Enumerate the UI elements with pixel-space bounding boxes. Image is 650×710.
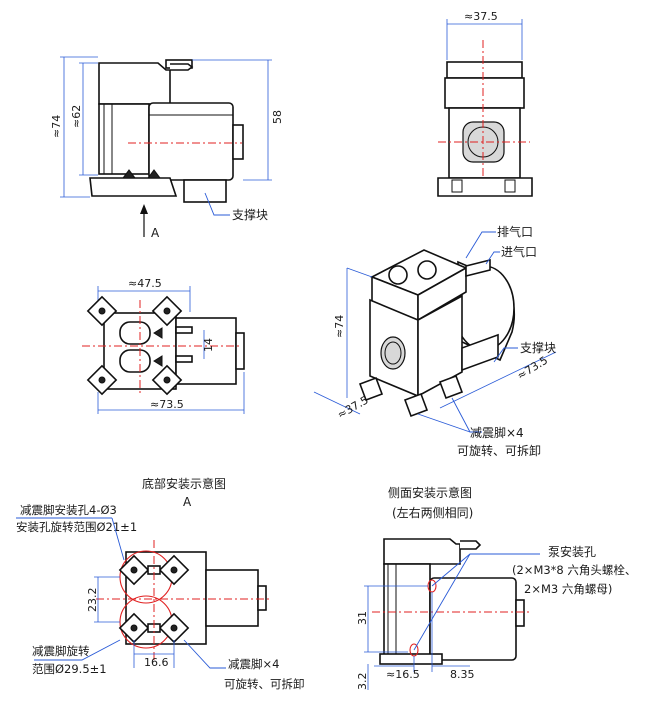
- top-dim-width-bottom: ≈73.5: [150, 398, 184, 411]
- front-dim-right: 58: [271, 110, 284, 124]
- front-view: ≈74 ≈62 58 支撑块 A: [50, 56, 284, 240]
- bottom-dim-horizontal: 16.6: [144, 656, 169, 669]
- isometric-view: ≈74 ≈37.5 ≈73.5 排气口 进气口 支撑块 减震脚×4 可旋转、可拆…: [313, 224, 557, 458]
- iso-dim-height: ≈74: [333, 315, 346, 338]
- iso-dim-length: ≈73.5: [515, 354, 550, 383]
- iso-feet-label: 减震脚×4: [470, 425, 524, 440]
- side-dim-165: ≈16.5: [386, 668, 420, 681]
- iso-feet-note: 可旋转、可拆卸: [457, 443, 541, 458]
- iso-support-label: 支撑块: [520, 340, 556, 355]
- bottom-feet-note: 可旋转、可拆卸: [224, 677, 305, 691]
- bottom-hole-range: 安装孔旋转范围Ø21±1: [16, 520, 137, 534]
- bottom-title: 底部安装示意图: [142, 476, 226, 491]
- side-dim-835: 8.35: [450, 668, 475, 681]
- iso-intake-label: 进气口: [501, 244, 537, 259]
- bottom-dim-vertical: 23.2: [86, 588, 99, 613]
- side-bolt-spec: (2×M3*8 六角头螺栓、: [512, 563, 636, 577]
- top-dim-port-spacing: 14: [202, 338, 215, 352]
- bottom-hole-label: 减震脚安装孔4-Ø3: [20, 503, 117, 517]
- bottom-rotate-label: 减震脚旋转: [32, 644, 90, 658]
- side-install-view: 侧面安装示意图 (左右两侧相同) 31 3.2 ≈16.5 8.35 泵安装孔 …: [356, 485, 636, 690]
- bottom-rotate-range: 范围Ø29.5±1: [32, 662, 107, 676]
- top-dim-width-top: ≈47.5: [128, 277, 162, 290]
- bottom-install-view: 底部安装示意图 A 减震脚安装孔4-Ø3 安装孔旋转范围Ø21±1 23.2: [16, 476, 305, 691]
- bottom-feet-label: 减震脚×4: [228, 657, 279, 671]
- front-dim-body: ≈62: [70, 105, 83, 128]
- front-dim-total: ≈74: [50, 115, 63, 138]
- side-install-title: 侧面安装示意图: [388, 485, 472, 500]
- front-arrow-label: A: [151, 226, 160, 240]
- side-nut-spec: 2×M3 六角螺母): [524, 582, 612, 596]
- iso-dim-width: ≈37.5: [335, 393, 371, 421]
- side-install-subtitle: (左右两侧相同): [392, 505, 473, 520]
- bottom-subtitle: A: [183, 495, 192, 509]
- side-hole-label: 泵安装孔: [548, 544, 596, 559]
- top-view: ≈47.5 14 ≈73.5: [82, 277, 245, 414]
- side-dim-width: ≈37.5: [464, 10, 498, 23]
- side-dim-32: 3.2: [356, 673, 369, 691]
- view-arrow-icon: [140, 204, 148, 214]
- side-view: ≈37.5: [437, 10, 533, 197]
- side-dim-31: 31: [356, 611, 369, 625]
- iso-exhaust-label: 排气口: [497, 224, 533, 239]
- front-support-label: 支撑块: [232, 207, 268, 222]
